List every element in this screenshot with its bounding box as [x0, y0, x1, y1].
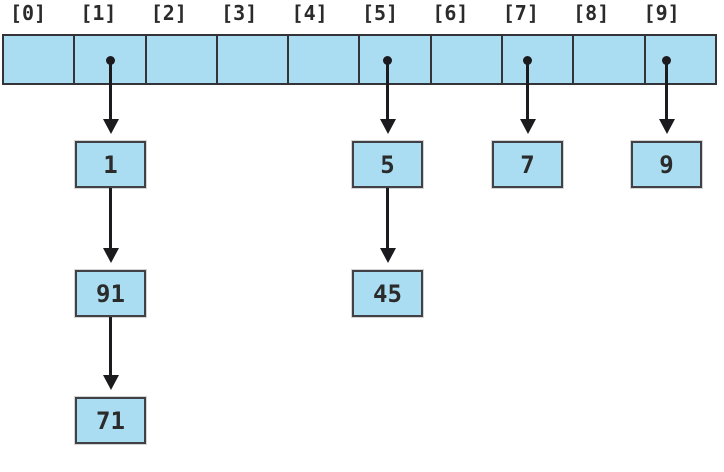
arrow-shaft — [109, 60, 112, 121]
arrow-shaft — [109, 188, 112, 250]
arrowhead-down-icon — [102, 119, 119, 134]
bucket-cell-3 — [217, 36, 290, 83]
node-box: 1 — [75, 141, 146, 188]
bucket-index-label: [2] — [150, 1, 187, 25]
node-value: 1 — [103, 150, 118, 179]
arrow-shaft — [386, 188, 389, 250]
arrow-shaft — [526, 60, 529, 121]
arrowhead-down-icon — [102, 248, 119, 263]
arrow-shaft — [386, 60, 389, 121]
bucket-cell-0 — [4, 36, 76, 83]
node-value: 71 — [96, 406, 125, 435]
arrow-shaft — [109, 317, 112, 377]
node-value: 7 — [520, 150, 535, 179]
bucket-cell-8 — [574, 36, 646, 83]
arrowhead-down-icon — [658, 119, 675, 134]
bucket-cell-5 — [360, 36, 432, 83]
arrowhead-down-icon — [379, 119, 396, 134]
node-value: 5 — [380, 150, 395, 179]
arrowhead-down-icon — [519, 119, 536, 134]
bucket-index-label: [9] — [643, 1, 680, 25]
bucket-cell-6 — [431, 36, 504, 83]
bucket-cell-2 — [146, 36, 218, 83]
bucket-index-label: [6] — [432, 1, 469, 25]
node-box: 45 — [352, 270, 423, 317]
bucket-cell-4 — [289, 36, 361, 83]
bucket-index-label: [7] — [502, 1, 539, 25]
node-box: 7 — [492, 141, 563, 188]
bucket-index-label: [3] — [221, 1, 258, 25]
bucket-cell-7 — [503, 36, 575, 83]
bucket-index-label: [4] — [291, 1, 328, 25]
arrow-shaft — [665, 60, 668, 121]
bucket-index-label: [1] — [80, 1, 117, 25]
arrowhead-down-icon — [102, 375, 119, 390]
bucket-cell-9 — [645, 36, 715, 83]
bucket-index-label: [0] — [9, 1, 47, 25]
node-box: 91 — [75, 270, 146, 317]
node-box: 71 — [75, 397, 146, 444]
arrowhead-down-icon — [379, 248, 396, 263]
node-box: 9 — [631, 141, 702, 188]
node-value: 45 — [373, 279, 402, 308]
bucket-array — [2, 34, 717, 85]
bucket-index-label: [8] — [573, 1, 610, 25]
node-box: 5 — [352, 141, 423, 188]
node-value: 91 — [96, 279, 125, 308]
node-value: 9 — [659, 150, 674, 179]
bucket-index-label: [5] — [361, 1, 399, 25]
